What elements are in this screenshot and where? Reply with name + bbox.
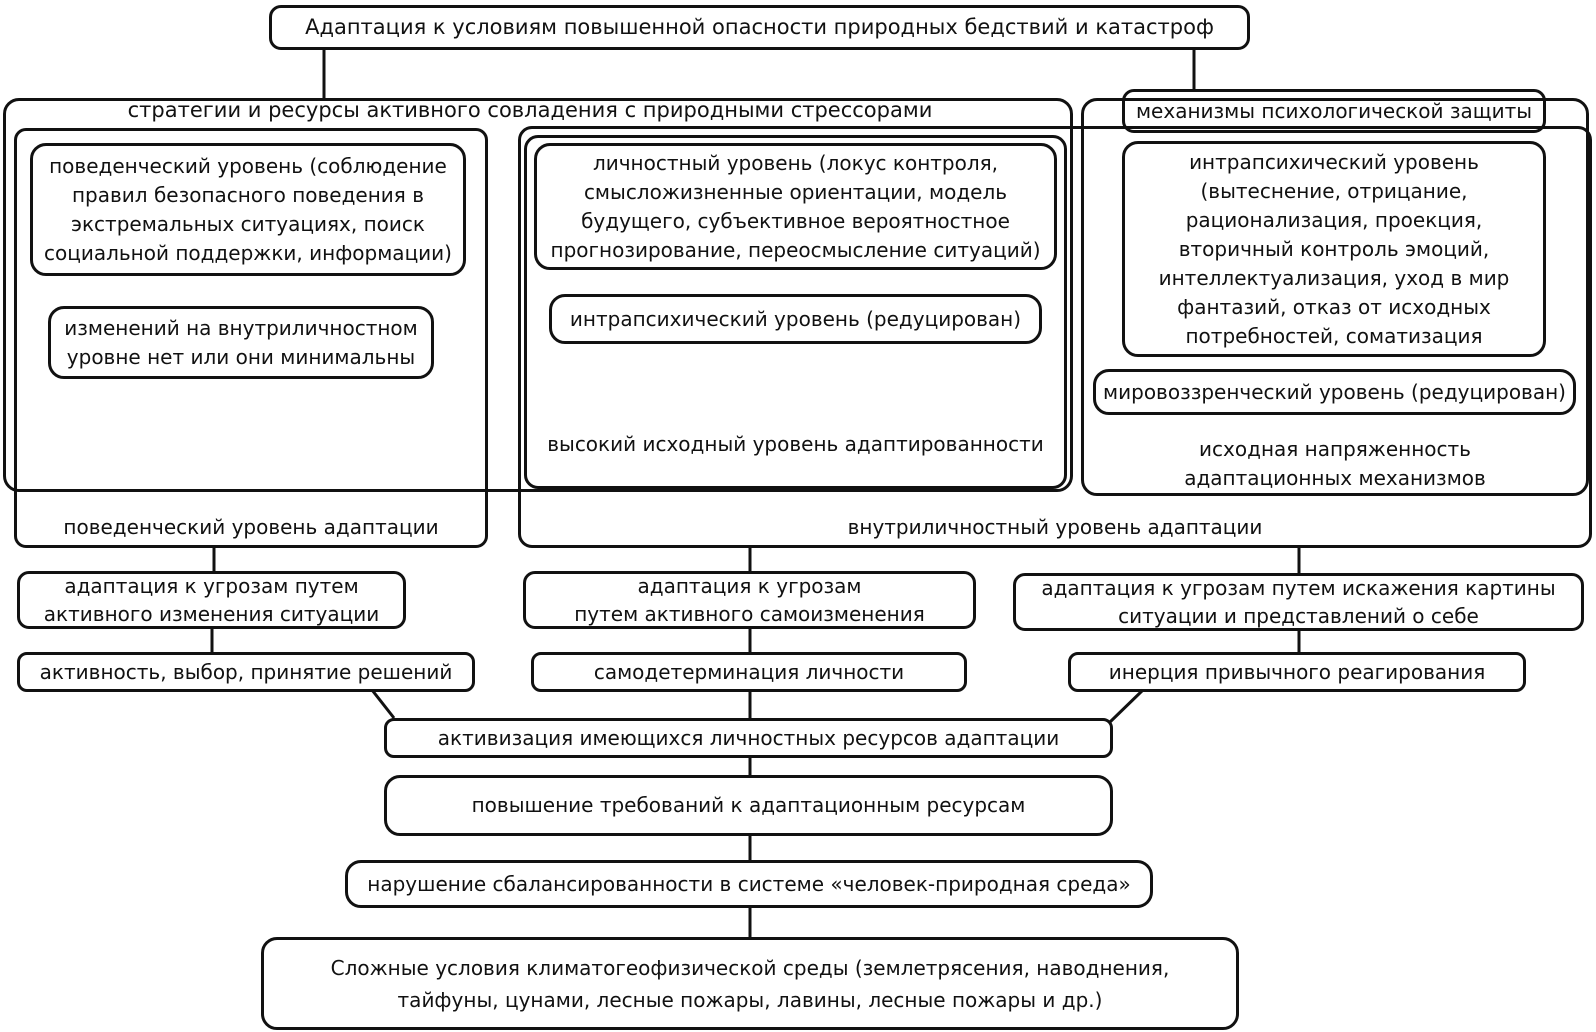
habitual-inertia-box: инерция привычного реагирования xyxy=(1068,652,1526,692)
defense-intrapsychic-box: интрапсихический уровень (вытеснение, от… xyxy=(1122,141,1546,357)
intrapersonal-adaptation-frame xyxy=(518,126,1592,548)
imbalance-text: нарушение сбалансированности в системе «… xyxy=(367,871,1131,896)
distortion-box: адаптация к угрозам путем искажения карт… xyxy=(1013,573,1584,631)
initial-tension-label: исходная напряженность адаптационных мех… xyxy=(1184,437,1486,490)
coping-strategies-frame xyxy=(3,98,1073,492)
increased-demands-text: повышение требований к адаптационным рес… xyxy=(471,793,1026,817)
intrapersonal-adaptation-label: внутриличностный уровень адаптации xyxy=(847,515,1263,539)
worldview-level-text: мировоззренческий уровень (редуцирован) xyxy=(1103,379,1566,404)
active-change-box: адаптация к угрозам путем активного изме… xyxy=(17,571,406,629)
intrapersonal-minimal-text: изменений на внутриличностном уровне нет… xyxy=(64,315,418,369)
distortion-text: адаптация к угрозам путем искажения карт… xyxy=(1041,576,1556,628)
worldview-level-box: мировоззренческий уровень (редуцирован) xyxy=(1093,369,1576,415)
personal-resources-frame xyxy=(524,135,1067,489)
resource-activation-text: активизация имеющихся личностных ресурсо… xyxy=(437,725,1060,750)
line-row2-right-to-activation xyxy=(1108,688,1145,724)
personal-intrapsychic-box: интрапсихический уровень (редуцирован) xyxy=(549,294,1042,344)
activity-choice-box: активность, выбор, принятие решений xyxy=(17,652,475,692)
top-goal-text: Адаптация к условиям повышенной опасност… xyxy=(305,15,1214,39)
line-row2-left-to-activation xyxy=(370,689,396,719)
behavioral-level-box: поведенческий уровень (соблюдение правил… xyxy=(30,143,466,276)
self-change-text: адаптация к угрозам путем активного само… xyxy=(574,574,925,626)
environment-conditions-box: Сложные условия климатогеофизической сре… xyxy=(261,937,1239,1030)
top-goal-box: Адаптация к условиям повышенной опасност… xyxy=(269,5,1250,50)
behavioral-adaptation-frame xyxy=(14,128,488,548)
increased-demands-box: повышение требований к адаптационным рес… xyxy=(384,775,1113,836)
activity-choice-text: активность, выбор, принятие решений xyxy=(39,659,453,684)
imbalance-box: нарушение сбалансированности в системе «… xyxy=(345,860,1153,908)
defense-mechanisms-label: механизмы психологической защиты xyxy=(1135,98,1533,123)
defense-mechanisms-box: механизмы психологической защиты xyxy=(1122,89,1546,133)
intrapersonal-minimal-box: изменений на внутриличностном уровне нет… xyxy=(48,306,434,379)
behavioral-level-text: поведенческий уровень (соблюдение правил… xyxy=(44,153,452,265)
coping-strategies-label: стратегии и ресурсы активного совладения… xyxy=(127,98,933,122)
high-adaptation-label: высокий исходный уровень адаптированност… xyxy=(547,432,1044,456)
active-change-text: адаптация к угрозам путем активного изме… xyxy=(43,574,380,626)
environment-conditions-text: Сложные условия климатогеофизической сре… xyxy=(330,955,1170,1012)
self-change-box: адаптация к угрозам путем активного само… xyxy=(523,571,976,629)
behavioral-adaptation-label: поведенческий уровень адаптации xyxy=(63,515,439,539)
habitual-inertia-text: инерция привычного реагирования xyxy=(1108,659,1486,684)
self-determination-text: самодетерминация личности xyxy=(593,659,905,684)
defense-mechanisms-frame xyxy=(1081,98,1589,496)
resource-activation-box: активизация имеющихся личностных ресурсо… xyxy=(384,718,1113,758)
personal-level-box: личностный уровень (локус контроля, смыс… xyxy=(534,143,1057,270)
personal-level-text: личностный уровень (локус контроля, смыс… xyxy=(550,150,1041,262)
personal-intrapsychic-text: интрапсихический уровень (редуцирован) xyxy=(569,306,1022,331)
self-determination-box: самодетерминация личности xyxy=(531,652,967,692)
defense-intrapsychic-text: интрапсихический уровень (вытеснение, от… xyxy=(1158,149,1510,348)
